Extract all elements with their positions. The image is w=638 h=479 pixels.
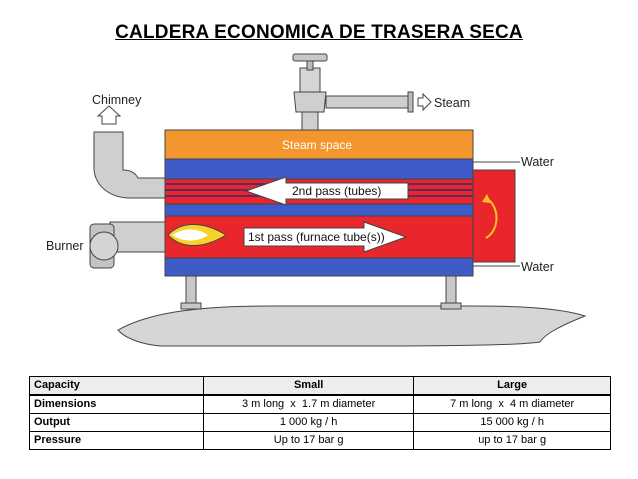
steam-pipe [325,95,409,109]
ground-foundation [117,305,587,347]
chimney [93,131,167,199]
right-leg-base [440,302,462,310]
table-row: Output 1 000 kg / h 15 000 kg / h [29,413,611,432]
reversal-arrow-head [482,194,491,203]
header-small: Small [202,376,415,396]
steam-flange [407,91,414,113]
table-row: Dimensions 3 m long x 1.7 m diameter 7 m… [29,394,611,414]
cell-small: Up to 17 bar g [202,431,415,450]
water-lower [164,257,474,277]
page-title: CALDERA ECONOMICA DE TRASERA SECA [0,22,638,44]
water-bottom-label: Water [521,260,554,274]
cell-small: 1 000 kg / h [202,413,415,432]
table-row: Pressure Up to 17 bar g up to 17 bar g [29,431,611,450]
second-pass-label: 2nd pass (tubes) [292,184,381,198]
cell-large: 7 m long x 4 m diameter [413,394,611,414]
row-label: Pressure [29,431,204,450]
flame-core [172,229,208,241]
header-large: Large [413,376,611,396]
cell-small: 3 m long x 1.7 m diameter [202,394,415,414]
row-label: Dimensions [29,394,204,414]
title-text: CALDERA ECONOMICA DE TRASERA SECA [115,22,523,43]
specs-table: Capacity Small Large Dimensions 3 m long… [29,376,611,450]
chimney-arrow-icon [96,105,122,125]
row-label: Output [29,413,204,432]
cell-large: 15 000 kg / h [413,413,611,432]
reversal-chamber [472,169,516,263]
steam-space-label: Steam space [282,138,352,152]
valve-bonnet [299,67,321,93]
first-pass-label: 1st pass (furnace tube(s)) [248,230,385,244]
chimney-label: Chimney [92,93,142,107]
water-top-label: Water [521,155,554,169]
steam-label: Steam [434,96,470,110]
table-header-row: Capacity Small Large [29,376,611,396]
boiler-diagram: Chimney Burner 2nd pass (tubes) 1st pass… [46,53,587,347]
valve-body [293,91,327,113]
water-upper [164,158,474,180]
burner-fan [89,231,119,261]
header-capacity: Capacity [29,376,204,396]
burner-housing [109,221,167,253]
valve-handwheel [292,53,328,62]
steam-arrow-icon [417,92,432,112]
cell-large: up to 17 bar g [413,431,611,450]
burner-label: Burner [46,239,84,253]
water-middle [164,203,474,217]
second-pass-arrow [244,176,409,206]
first-pass-arrow [243,221,408,253]
left-leg-base [180,302,202,310]
